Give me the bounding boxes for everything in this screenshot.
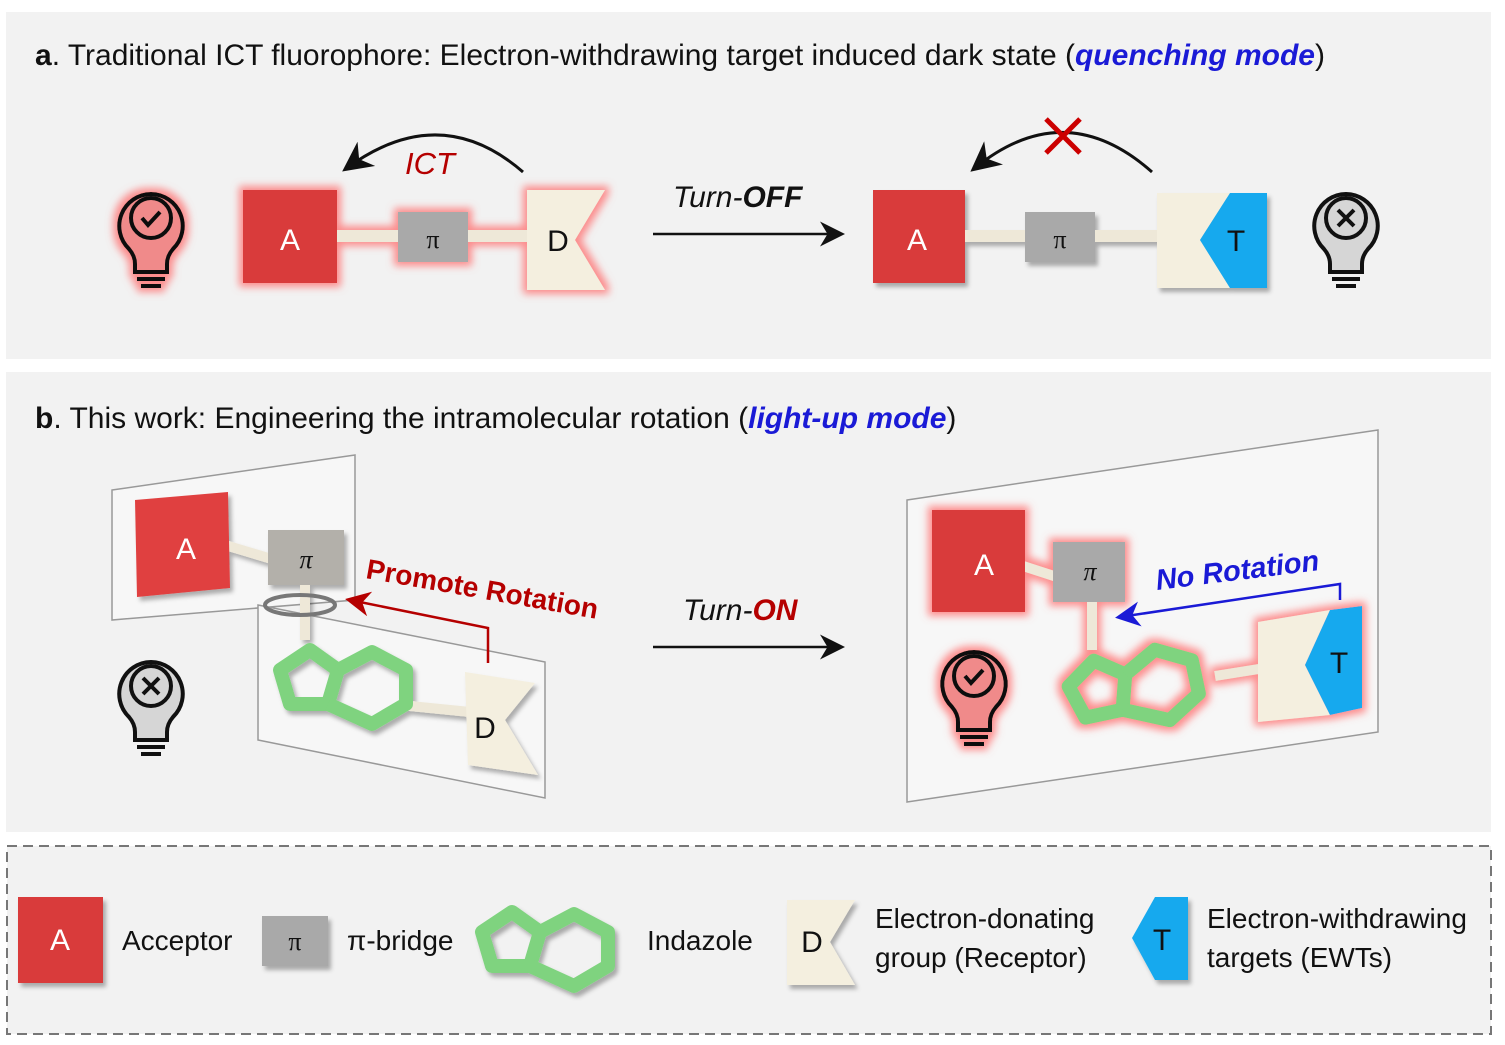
legend-donor-label-2: group (Receptor) xyxy=(875,942,1087,973)
no-rotation-arrow xyxy=(1115,582,1342,627)
panel-a-title-text: . Traditional ICT fluorophore: Electron-… xyxy=(52,39,1075,72)
legend-target-block xyxy=(1132,897,1188,980)
rotation-icon xyxy=(263,593,337,617)
acceptor-label: A xyxy=(974,549,994,582)
lightbulb-off-x-icon xyxy=(1312,192,1380,288)
pi-label: π xyxy=(1053,225,1066,254)
legend xyxy=(6,845,1492,1035)
light-up-mode-label: light-up mode xyxy=(748,402,946,435)
turn-prefix: Turn- xyxy=(683,594,752,627)
donor-block xyxy=(1258,610,1330,722)
acceptor-block xyxy=(932,510,1025,612)
donor-block xyxy=(465,672,538,775)
legend-indazole-label: Indazole xyxy=(647,925,753,956)
pi-bridge-block xyxy=(398,212,468,262)
panel-a-title: a. Traditional ICT fluorophore: Electron… xyxy=(35,39,1325,72)
legend-target-label-1: Electron-withdrawing xyxy=(1207,903,1467,934)
donor-label: D xyxy=(547,225,569,258)
pi-label: π xyxy=(426,225,439,254)
pi-bridge-block xyxy=(1025,212,1095,262)
legend-donor-symbol: D xyxy=(801,926,823,959)
pi-bridge-block xyxy=(268,530,344,585)
target-label: T xyxy=(1227,225,1245,258)
pi-bridge-block xyxy=(1053,542,1125,602)
panel-a-close-paren: ) xyxy=(1315,39,1325,72)
lightbulb-off-x-icon xyxy=(117,660,185,756)
acceptor-block xyxy=(243,190,337,283)
legend-acceptor-block xyxy=(18,897,103,983)
panel-a xyxy=(6,12,1491,359)
turn-on-emph: ON xyxy=(752,594,798,627)
lightbulb-on-check-icon xyxy=(940,650,1008,746)
panel-b-close-paren: ) xyxy=(946,402,956,435)
promote-rotation-arrow xyxy=(345,591,490,663)
acceptor-block xyxy=(873,190,965,283)
acceptor-label: A xyxy=(280,224,300,257)
acceptor-label: A xyxy=(907,224,927,257)
turn-off-emph: OFF xyxy=(742,181,803,214)
turn-off-label: Turn-OFF xyxy=(673,181,803,214)
quenching-mode-label: quenching mode xyxy=(1075,39,1315,72)
turn-on-label: Turn-ON xyxy=(683,594,799,627)
panel-b-letter: b xyxy=(35,402,53,435)
legend-acceptor-symbol: A xyxy=(50,924,70,957)
donor-block xyxy=(1157,193,1230,288)
donor-block xyxy=(527,190,605,290)
panel-a-letter: a xyxy=(35,39,52,72)
donor-label: D xyxy=(474,712,496,745)
legend-bridge-label: π-bridge xyxy=(347,925,453,956)
ict-arrow xyxy=(342,133,524,174)
legend-acceptor-label: Acceptor xyxy=(122,925,233,956)
target-block xyxy=(1200,193,1267,288)
legend-donor-block xyxy=(787,900,855,985)
legend-pi-block xyxy=(262,916,328,966)
legend-pi-symbol: π xyxy=(288,927,301,956)
blocked-x-icon xyxy=(1044,117,1082,155)
pi-label: π xyxy=(299,545,313,574)
pi-label: π xyxy=(1083,557,1097,586)
panel-b-title: b. This work: Engineering the intramolec… xyxy=(35,402,956,435)
legend-target-symbol: T xyxy=(1153,924,1171,957)
lightbulb-on-check-icon xyxy=(117,192,185,288)
target-label: T xyxy=(1330,647,1348,680)
legend-donor-label-1: Electron-donating xyxy=(875,903,1094,934)
acceptor-label: A xyxy=(176,533,196,566)
ict-label: ICT xyxy=(405,146,457,181)
turn-prefix: Turn- xyxy=(673,181,742,214)
acceptor-block xyxy=(135,492,230,597)
legend-target-label-2: targets (EWTs) xyxy=(1207,942,1392,973)
target-block xyxy=(1305,606,1362,715)
panel-b-title-text: . This work: Engineering the intramolecu… xyxy=(53,402,748,435)
